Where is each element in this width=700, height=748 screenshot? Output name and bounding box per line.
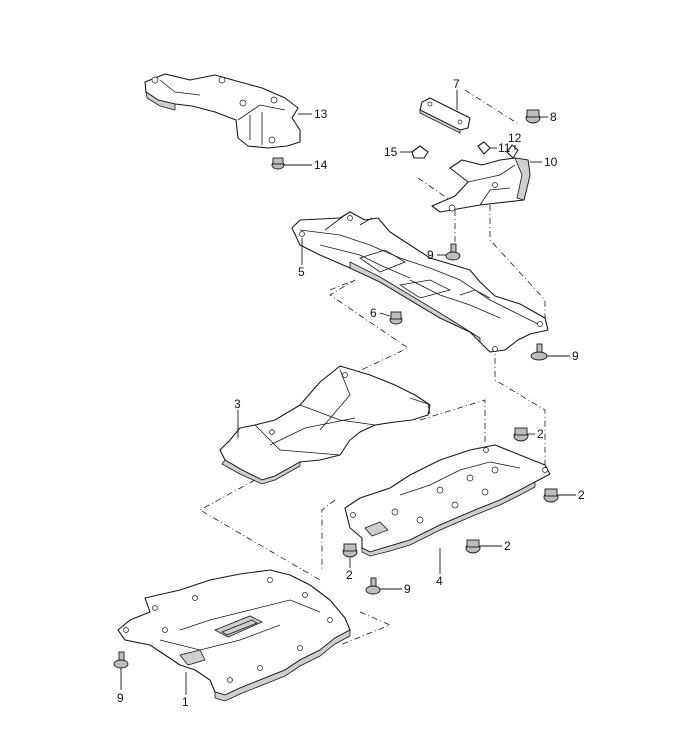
- part-9-bolt-a: [445, 243, 461, 261]
- assembly-lines: [199, 89, 546, 646]
- part-9-bolt-c: [365, 577, 381, 595]
- part-5-panel: [291, 211, 549, 353]
- callouts: 13 14 7 8 15 11 12 10 9 5 6 9 3 2 2 2 2 …: [117, 77, 585, 709]
- callout-4: 4: [436, 574, 443, 588]
- callout-7: 7: [453, 77, 460, 91]
- part-11-clip: [477, 141, 491, 155]
- part-1-panel: [117, 569, 351, 702]
- part-8-nut: [525, 109, 541, 124]
- callout-6: 6: [370, 306, 377, 320]
- callout-9c: 9: [404, 582, 411, 596]
- callout-2b: 2: [578, 488, 585, 502]
- callout-9b: 9: [572, 349, 579, 363]
- part-14-nut: [271, 157, 285, 170]
- callout-1: 1: [182, 695, 189, 709]
- callout-14: 14: [314, 158, 328, 172]
- callout-11: 11: [498, 141, 511, 155]
- part-2-nut-a: [513, 427, 529, 442]
- part-9-bolt-b: [530, 343, 548, 361]
- part-2-nut-b: [543, 488, 559, 503]
- callout-9a: 9: [427, 248, 434, 262]
- part-9-bolt-d: [113, 651, 129, 669]
- part-6-nut: [389, 311, 403, 325]
- part-15-clip: [411, 145, 429, 159]
- callout-2c: 2: [504, 539, 511, 553]
- callout-9d: 9: [117, 691, 124, 705]
- part-2-nut-d: [342, 543, 358, 558]
- leader-lines: [120, 90, 576, 695]
- callout-12: 12: [508, 131, 522, 145]
- callout-2d: 2: [346, 568, 353, 582]
- callout-15: 15: [384, 145, 398, 159]
- callout-5: 5: [298, 265, 305, 279]
- part-10-deflector: [431, 157, 531, 213]
- part-13-bracket: [144, 73, 301, 149]
- callout-10: 10: [544, 155, 558, 169]
- callout-13: 13: [314, 107, 328, 121]
- callout-8: 8: [550, 110, 557, 124]
- part-7-bracket: [419, 97, 471, 134]
- callout-2a: 2: [537, 427, 544, 441]
- part-2-nut-c: [465, 539, 481, 554]
- callout-3: 3: [234, 397, 241, 411]
- part-4-panel: [344, 444, 551, 557]
- part-3-panel: [219, 365, 431, 485]
